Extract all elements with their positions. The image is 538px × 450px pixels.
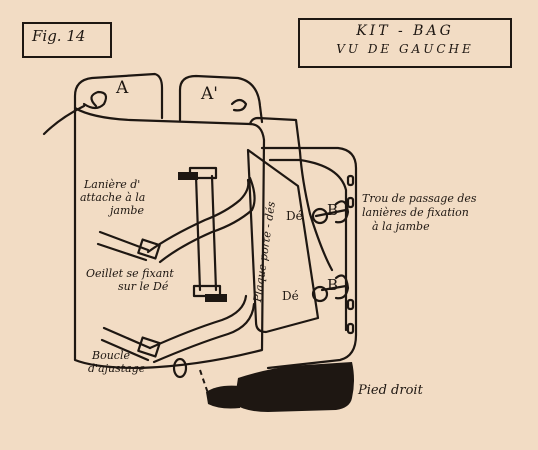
buckle-lower <box>137 336 161 358</box>
boot <box>234 362 354 412</box>
hole-1 <box>346 174 355 187</box>
strap-main-2 <box>158 176 256 264</box>
bag-body <box>73 106 266 370</box>
title-box: KIT - BAG VU DE GAUCHE <box>298 18 512 68</box>
flap-a-prime <box>178 74 264 124</box>
label-laniere-1: Lanière d' <box>84 178 141 191</box>
ring-lower <box>311 285 329 303</box>
label-oeillet-1: Oeillet se fixant <box>86 267 174 280</box>
strap-lower-left-b <box>100 338 150 362</box>
label-de-upper: Dé <box>286 209 303 223</box>
label-trou-2: lanières de fixation <box>362 206 469 219</box>
strap-main-1 <box>146 178 250 254</box>
tie-string <box>42 104 86 136</box>
flap-a-prime-loop <box>230 98 248 112</box>
strap-lower-left <box>102 326 152 350</box>
hole-2 <box>346 196 355 209</box>
tie-loop <box>82 90 108 110</box>
hole-3 <box>346 298 355 311</box>
side-panel <box>260 146 358 370</box>
label-de-lower: Dé <box>282 289 299 303</box>
plaque-porte-des <box>246 148 320 334</box>
label-laniere-2: attache à la <box>80 191 146 204</box>
strap-lower-2 <box>152 302 256 364</box>
figure-number-box: Fig. 14 <box>22 22 112 58</box>
strap-upper-left-b <box>96 242 148 262</box>
cord-top <box>248 116 334 272</box>
strap-tab-mid <box>205 294 227 302</box>
ring-upper <box>311 207 329 225</box>
title-line-1: KIT - BAG <box>356 23 454 39</box>
label-trou-3: à la jambe <box>372 220 430 233</box>
buckle-upper <box>137 238 161 260</box>
label-boucle-1: Boucle <box>92 349 130 362</box>
strap-tab-top <box>178 172 198 180</box>
loop-b-lower <box>334 274 350 300</box>
label-b-upper: B <box>327 201 339 219</box>
boot-heel <box>206 385 240 409</box>
strap-lower-1 <box>148 294 248 350</box>
label-pied: Pied droit <box>358 383 423 398</box>
label-boucle-2: d'ajustage <box>88 362 146 375</box>
label-oeillet-2: sur le Dé <box>118 280 169 293</box>
title-line-2: VU DE GAUCHE <box>336 42 474 56</box>
figure-number: Fig. 14 <box>32 27 86 45</box>
leg-outline <box>199 369 213 405</box>
label-trou-1: Trou de passage des <box>362 192 477 205</box>
eyelet-lower <box>172 357 188 379</box>
strap-vertical <box>194 174 218 292</box>
label-b-lower: B <box>327 276 339 294</box>
hole-4 <box>346 322 355 335</box>
loop-b-upper <box>334 200 350 224</box>
label-a-prime: A' <box>201 84 218 104</box>
flap-a <box>73 72 164 120</box>
label-laniere-3: jambe <box>110 204 144 217</box>
label-a: A <box>116 78 129 98</box>
